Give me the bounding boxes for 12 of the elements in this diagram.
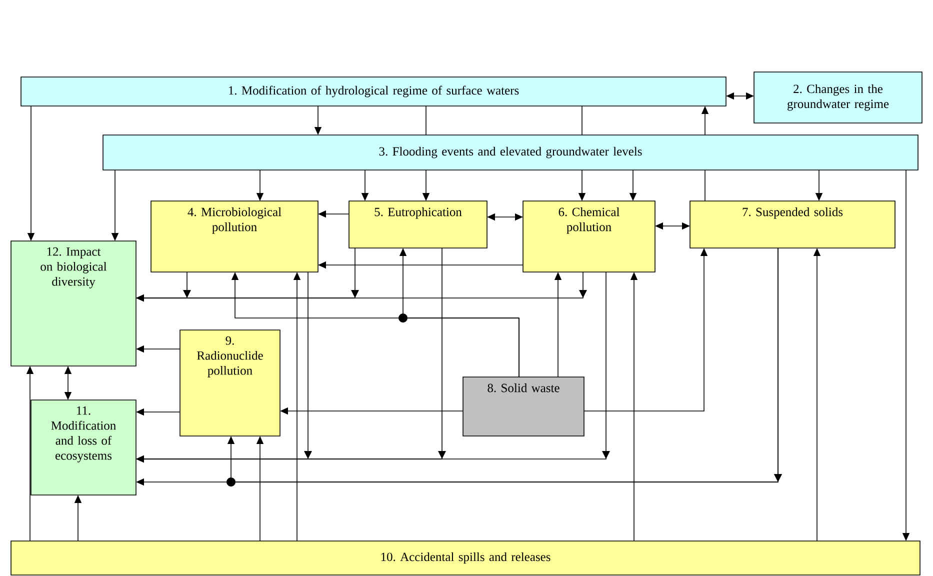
process-box: 9. Radionuclide pollution xyxy=(180,330,280,436)
process-box: 4. Microbiological pollution xyxy=(150,200,318,272)
process-box: 6. Chemical pollution xyxy=(522,200,656,272)
process-box: 2. Changes in the groundwater regime xyxy=(754,72,922,124)
process-box: 8. Solid waste xyxy=(462,376,584,436)
process-box: 1. Modification of hydrological regime of surface waters xyxy=(20,76,726,106)
process-box: 11. Modification and loss of ecosystems xyxy=(30,400,136,496)
process-box: 7. Suspended solids xyxy=(690,200,896,248)
process-box: 10. Accidental spills and releases xyxy=(10,540,920,576)
process-box: 3. Flooding events and elevated groundwater levels xyxy=(102,134,918,170)
process-box: 5. Eutrophication xyxy=(348,200,488,248)
process-box: 12. Impact on biological diversity xyxy=(10,240,136,366)
